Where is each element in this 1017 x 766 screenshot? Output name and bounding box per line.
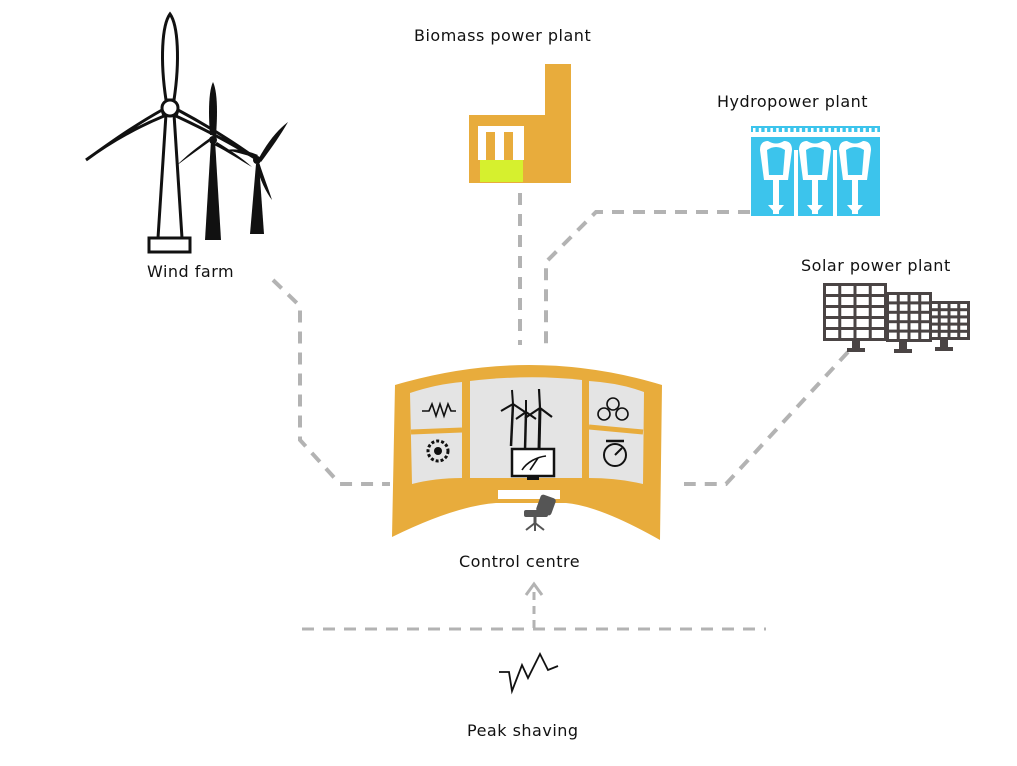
label-hydropower-plant: Hydropower plant — [717, 92, 869, 111]
label-wind-farm: Wind farm — [147, 262, 235, 281]
monitor-icon — [510, 447, 556, 480]
desk — [498, 490, 560, 499]
turbine-unit — [799, 141, 837, 218]
office-chair-icon — [524, 494, 556, 531]
label-solar-plant: Solar power plant — [801, 256, 951, 275]
turbine-unit — [839, 141, 871, 214]
gear-icon — [426, 439, 450, 463]
connectors — [271, 193, 850, 631]
solar-panel — [823, 283, 887, 352]
solar-panel — [928, 301, 970, 351]
factory-icon — [469, 64, 571, 183]
wind-turbine-icon — [85, 11, 288, 254]
wind-turbine-small — [226, 122, 288, 234]
connector-wind-to-control — [271, 278, 390, 486]
solar-panel-icon — [823, 283, 970, 353]
wind-turbine-large — [85, 11, 259, 254]
gauge-icon — [603, 439, 627, 467]
solar-panel — [886, 292, 932, 353]
connector-solar-to-control — [684, 350, 850, 486]
label-control-centre: Control centre — [459, 552, 581, 571]
control-room-icon — [392, 365, 662, 540]
label-peak-shaving: Peak shaving — [467, 721, 579, 740]
wind-turbine-medium — [176, 82, 252, 240]
arrow-up-icon — [524, 581, 544, 596]
dam-turbine-icon — [751, 126, 880, 220]
coins-icon — [597, 397, 629, 421]
zigzag-wave-icon — [499, 651, 559, 695]
turbine-unit — [760, 141, 798, 218]
screen-turbines-icon — [500, 388, 553, 451]
connector-hydro-to-control — [544, 210, 750, 350]
label-biomass-plant: Biomass power plant — [414, 26, 592, 45]
screen-right — [589, 381, 644, 484]
zigzag-graph-icon — [422, 401, 456, 419]
